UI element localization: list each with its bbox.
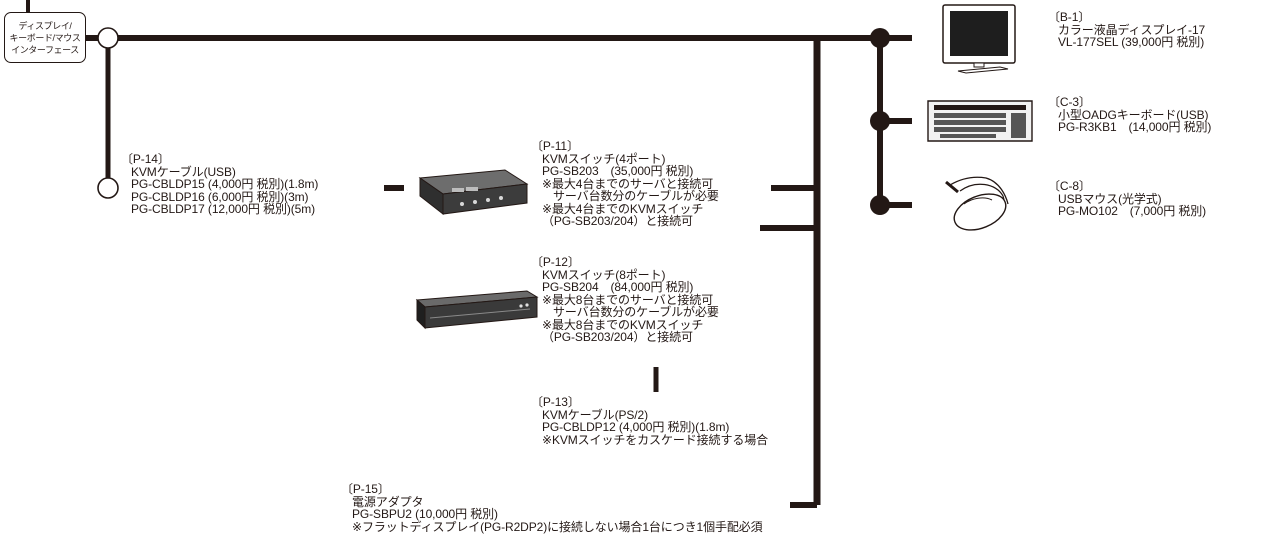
interface-box: ディスプレイ/ キーボード/マウス インターフェース (4, 12, 86, 63)
p12-name: KVMスイッチ(8ポート) (542, 267, 666, 282)
p11-code: 〔P-11〕 (531, 139, 579, 153)
p11-label-block: 〔P-11〕 KVMスイッチ(4ポート) PG-SB203 (35,000円 税… (531, 140, 719, 228)
p14-line-2: PG-CBLDP16 (6,000円 税別)(3m) (131, 189, 309, 204)
p14-name: KVMケーブル(USB) (131, 164, 236, 179)
c3-name: 小型OADGキーボード(USB) (1058, 107, 1209, 122)
p12-label-block: 〔P-12〕 KVMスイッチ(8ポート) PG-SB204 (84,000円 税… (531, 256, 719, 344)
connection-lines (26, 0, 912, 508)
p14-line-3: PG-CBLDP17 (12,000円 税別)(5m) (131, 202, 316, 216)
p15-label-block: 〔P-15〕 電源アダプタ PG-SBPU2 (10,000円 税別) ※フラッ… (341, 483, 763, 533)
b1-code: 〔B-1〕 (1048, 10, 1091, 24)
p11-note-3: ※最大4台までのKVMスイッチ (542, 201, 704, 216)
lcd-monitor-icon (942, 4, 1016, 74)
p14-label-block: 〔P-14〕 KVMケーブル(USB) PG-CBLDP15 (4,000円 税… (121, 153, 318, 216)
b1-label-block: 〔B-1〕 カラー液晶ディスプレイ-17 VL-177SEL (39,000円 … (1048, 11, 1205, 49)
p13-name: KVMケーブル(PS/2) (542, 407, 648, 422)
p15-code: 〔P-15〕 (341, 482, 390, 496)
usb-mouse-icon (945, 176, 1009, 231)
c3-code: 〔C-3〕 (1048, 95, 1091, 109)
b1-name: カラー液晶ディスプレイ-17 (1058, 22, 1206, 37)
kvm-switch-8port-rack-icon (415, 290, 539, 330)
p15-model: PG-SBPU2 (10,000円 税別) (352, 507, 498, 521)
p11-note-4: （PG-SB203/204）と接続可 (542, 214, 693, 228)
c8-model: PG-MO102 (7,000円 税別) (1058, 204, 1207, 218)
c3-label-block: 〔C-3〕 小型OADGキーボード(USB) PG-R3KB1 (14,000円… (1048, 96, 1211, 134)
p13-model: PG-CBLDP12 (4,000円 税別)(1.8m) (542, 420, 730, 434)
top-junction-circle (97, 27, 119, 49)
p13-note: ※KVMスイッチをカスケード接続する場合 (542, 432, 769, 447)
p12-model: PG-SB204 (84,000円 税別) (542, 280, 694, 294)
bottom-junction-circle (97, 177, 119, 199)
p14-code: 〔P-14〕 (121, 152, 170, 166)
p13-label-block: 〔P-13〕 KVMケーブル(PS/2) PG-CBLDP12 (4,000円 … (531, 396, 768, 446)
b1-model: VL-177SEL (39,000円 税別) (1058, 35, 1205, 49)
p15-name: 電源アダプタ (352, 494, 424, 509)
c8-label-block: 〔C-8〕 USBマウス(光学式) PG-MO102 (7,000円 税別) (1048, 180, 1206, 218)
p12-code: 〔P-12〕 (531, 255, 580, 269)
mouse-junction-dot (870, 195, 890, 215)
c8-code: 〔C-8〕 (1048, 179, 1091, 193)
display-junction-dot (870, 28, 890, 48)
p14-line-1: PG-CBLDP15 (4,000円 税別)(1.8m) (131, 177, 319, 191)
p15-note: ※フラットディスプレイ(PG-R2DP2)に接続しない場合1台につき1個手配必須 (352, 519, 763, 534)
junction-markers (97, 27, 890, 215)
p13-code: 〔P-13〕 (531, 395, 580, 409)
keyboard-junction-dot (870, 111, 890, 131)
p12-note-3: ※最大8台までのKVMスイッチ (542, 317, 704, 332)
kvm-switch-4port-icon (418, 169, 529, 216)
p12-note-1: ※最大8台までのサーバと接続可 (542, 292, 714, 307)
p12-note-4: （PG-SB203/204）と接続可 (542, 330, 693, 344)
c3-model: PG-R3KB1 (14,000円 税別) (1058, 120, 1212, 134)
p11-note-1: ※最大4台までのサーバと接続可 (542, 176, 714, 191)
interface-line-2: キーボード/マウス (9, 32, 81, 43)
interface-line-1: ディスプレイ/ (18, 20, 72, 31)
c8-name: USBマウス(光学式) (1058, 191, 1162, 206)
keyboard-icon (927, 100, 1033, 142)
interface-line-3: インターフェース (11, 44, 79, 55)
p11-name: KVMスイッチ(4ポート) (542, 151, 666, 166)
p12-note-2: サーバ台数分のケーブルが必要 (553, 305, 719, 319)
p11-model: PG-SB203 (35,000円 税別) (542, 164, 694, 178)
p11-note-2: サーバ台数分のケーブルが必要 (553, 189, 719, 203)
